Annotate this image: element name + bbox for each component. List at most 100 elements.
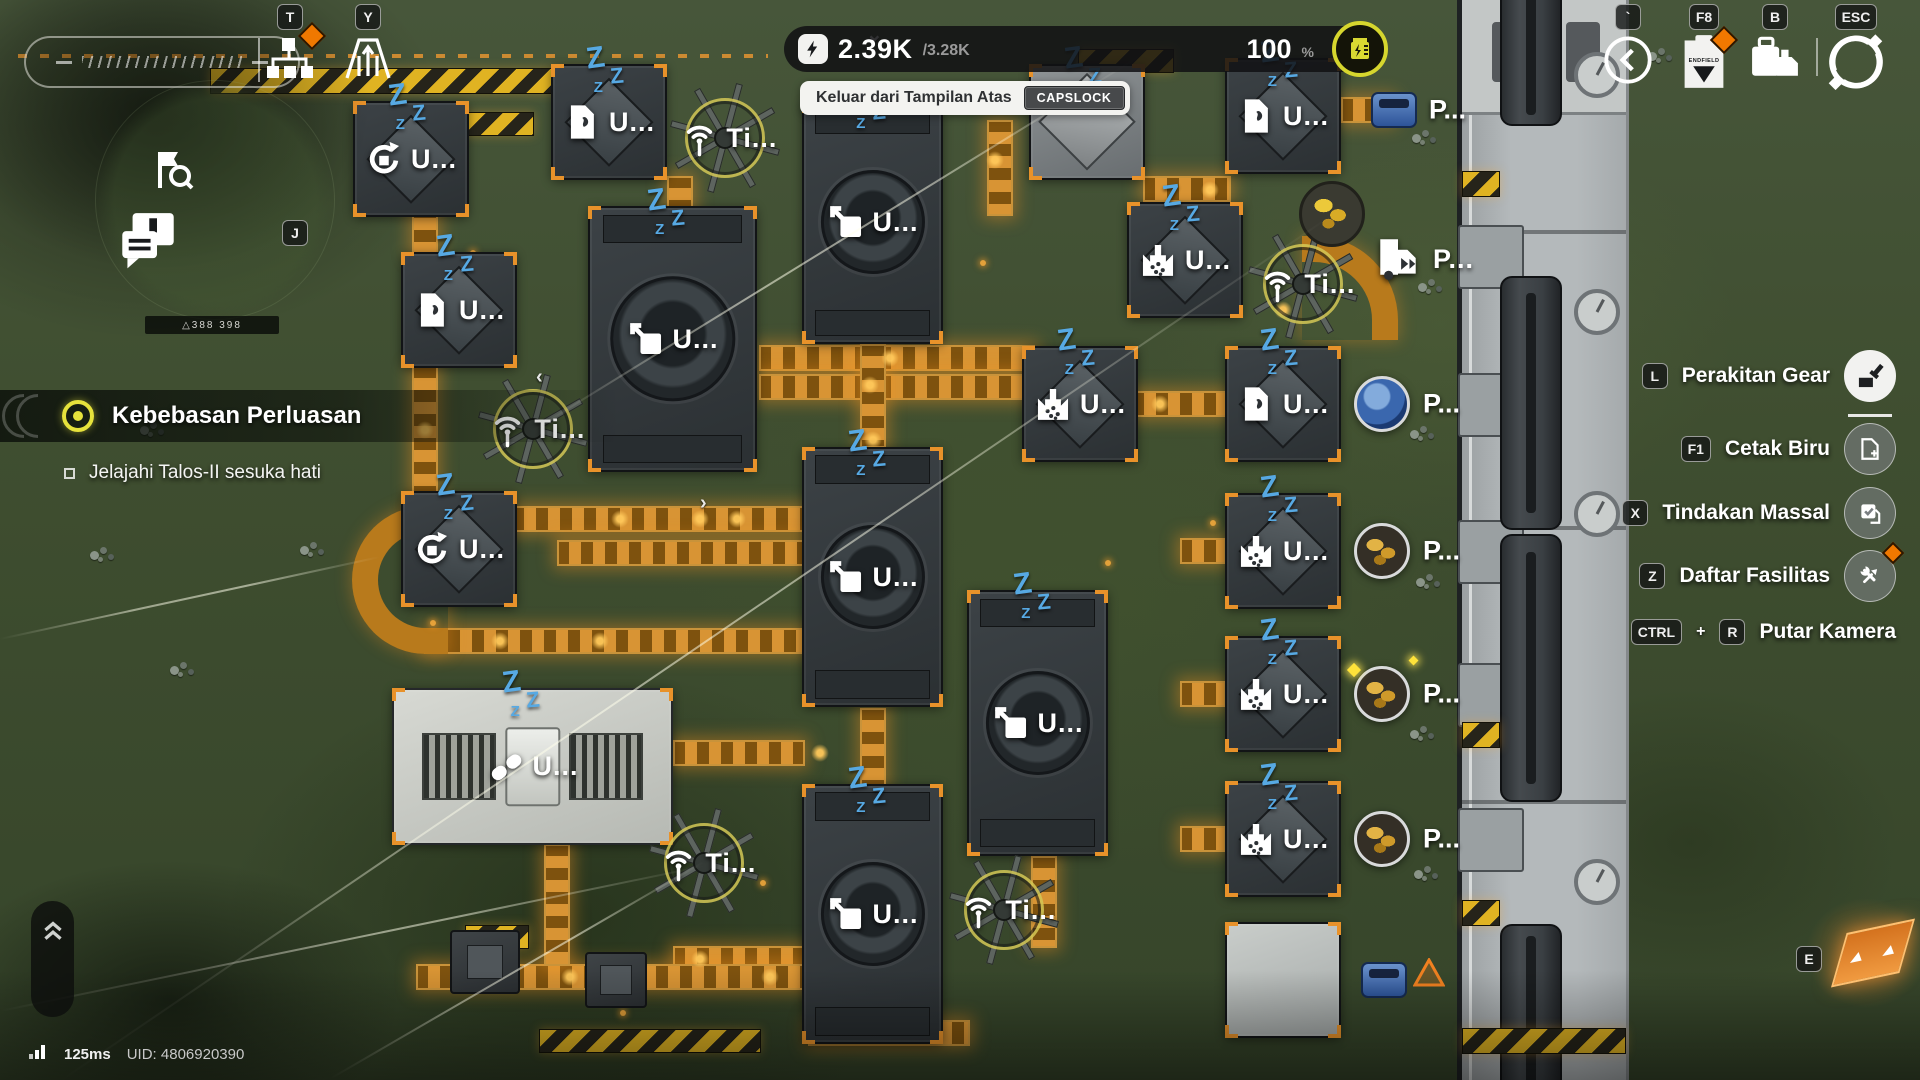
collapse-panel-button[interactable]: [31, 901, 74, 1017]
glow-dot: [881, 349, 899, 367]
delivery-port[interactable]: P...: [1346, 655, 1460, 722]
spark-dot: [1210, 520, 1216, 526]
relay-tower[interactable]: Ti...: [649, 808, 759, 918]
antenna-icon: [959, 891, 997, 929]
compass-dash: [56, 60, 72, 64]
delivery-port[interactable]: P...: [1354, 811, 1460, 867]
hazard-stripe: [1462, 171, 1500, 197]
train-car[interactable]: [1500, 0, 1562, 126]
machine-label: U...: [872, 898, 919, 929]
lightning-icon: [798, 34, 828, 64]
pill-icon: [486, 748, 524, 786]
machine-label: U...: [458, 533, 506, 564]
machine-label: U...: [1282, 100, 1330, 131]
menu-item-daftar-fasilitas[interactable]: Z Daftar Fasilitas: [1639, 541, 1905, 602]
delivery-port[interactable]: P...: [1354, 376, 1460, 432]
hotkey-inventory[interactable]: B: [1750, 4, 1800, 85]
spark-icon: [1346, 662, 1362, 678]
truck[interactable]: [1361, 962, 1407, 998]
port-label: P...: [1423, 823, 1461, 854]
minimap[interactable]: [95, 80, 335, 320]
relay-tower[interactable]: Ti...: [1248, 229, 1358, 339]
briefcase-icon: [1750, 34, 1800, 85]
relay-tower[interactable]: Ti...: [949, 855, 1059, 965]
machine-label: U...: [1282, 388, 1330, 419]
delivery-truck[interactable]: P...: [1371, 92, 1466, 128]
machine-label: U...: [1282, 535, 1330, 566]
flower-node[interactable]: [1299, 181, 1365, 247]
port-label: P...: [1423, 388, 1461, 419]
menu-active-underline: [1848, 414, 1892, 417]
divider: [258, 38, 260, 82]
key-j: J: [282, 220, 308, 246]
capslock-key: CAPSLOCK: [1023, 86, 1125, 110]
glow-dot: [1151, 395, 1169, 413]
facility-list-icon: [1844, 541, 1905, 602]
machine-label: U...: [608, 106, 656, 137]
crusher-icon: [1237, 675, 1275, 713]
train-car[interactable]: [1500, 924, 1562, 1080]
machine-label: U...: [872, 561, 919, 592]
relay-tower[interactable]: Ti...: [670, 83, 780, 193]
delivery-port[interactable]: P...: [1373, 232, 1474, 287]
glow-dot: [728, 510, 746, 528]
key-ctrl: CTRL: [1630, 619, 1683, 645]
menu-item-putar-kamera[interactable]: CTRL + R Putar Kamera: [1630, 617, 1896, 647]
machine-label: U...: [1282, 823, 1330, 854]
machine[interactable]: [1225, 922, 1341, 1038]
glow-dot: [591, 632, 609, 650]
power-status-bar: 2.39K /3.28K 100 %: [784, 21, 1388, 77]
menu-item-tindakan-massal[interactable]: X Tindakan Massal: [1622, 487, 1896, 539]
hotkey-system-menu[interactable]: ESC: [1828, 4, 1884, 95]
delivery-port[interactable]: P...: [1354, 523, 1460, 579]
glow-dot: [561, 968, 579, 986]
cube-icon: [826, 895, 864, 933]
menu-item-cetak-biru[interactable]: F1 Cetak Biru: [1680, 423, 1896, 475]
objective-bullet: [64, 467, 75, 479]
cube-icon: [826, 558, 864, 596]
machine-label: U...: [872, 206, 919, 237]
spark-dot: [980, 260, 986, 266]
hotkey-gate[interactable]: Y: [340, 4, 396, 84]
hotkey-endfield-panel[interactable]: F8 ENDFIELD: [1682, 4, 1739, 95]
endfield-clipboard-icon: ENDFIELD: [1682, 25, 1739, 95]
machine[interactable]: U...ZZZ: [1225, 34, 1341, 174]
small-crate[interactable]: [450, 930, 520, 994]
quest-dialog-icon[interactable]: [112, 208, 184, 285]
hotkey-structure-tree[interactable]: T: [262, 4, 327, 84]
direction-chevron: ‹: [536, 366, 543, 388]
train-car[interactable]: [1500, 534, 1562, 802]
rock-cluster: [1410, 424, 1438, 444]
view-exit-tooltip: Keluar dari Tampilan Atas CAPSLOCK: [800, 81, 1130, 115]
gauge-dial: [1574, 289, 1620, 335]
compass-bar: [24, 36, 300, 88]
small-crate[interactable]: [585, 952, 647, 1008]
conveyor-belt: [1180, 681, 1226, 707]
conveyor-belt: [557, 540, 809, 566]
menu-item-perakitan-gear[interactable]: L Perakitan Gear: [1641, 350, 1896, 402]
key-l: L: [1641, 363, 1668, 389]
hotkey-back[interactable]: `: [1602, 4, 1654, 91]
cargo-ramp: [1458, 808, 1524, 872]
selection-dash-line: [18, 54, 768, 58]
train-car[interactable]: [1500, 276, 1562, 530]
